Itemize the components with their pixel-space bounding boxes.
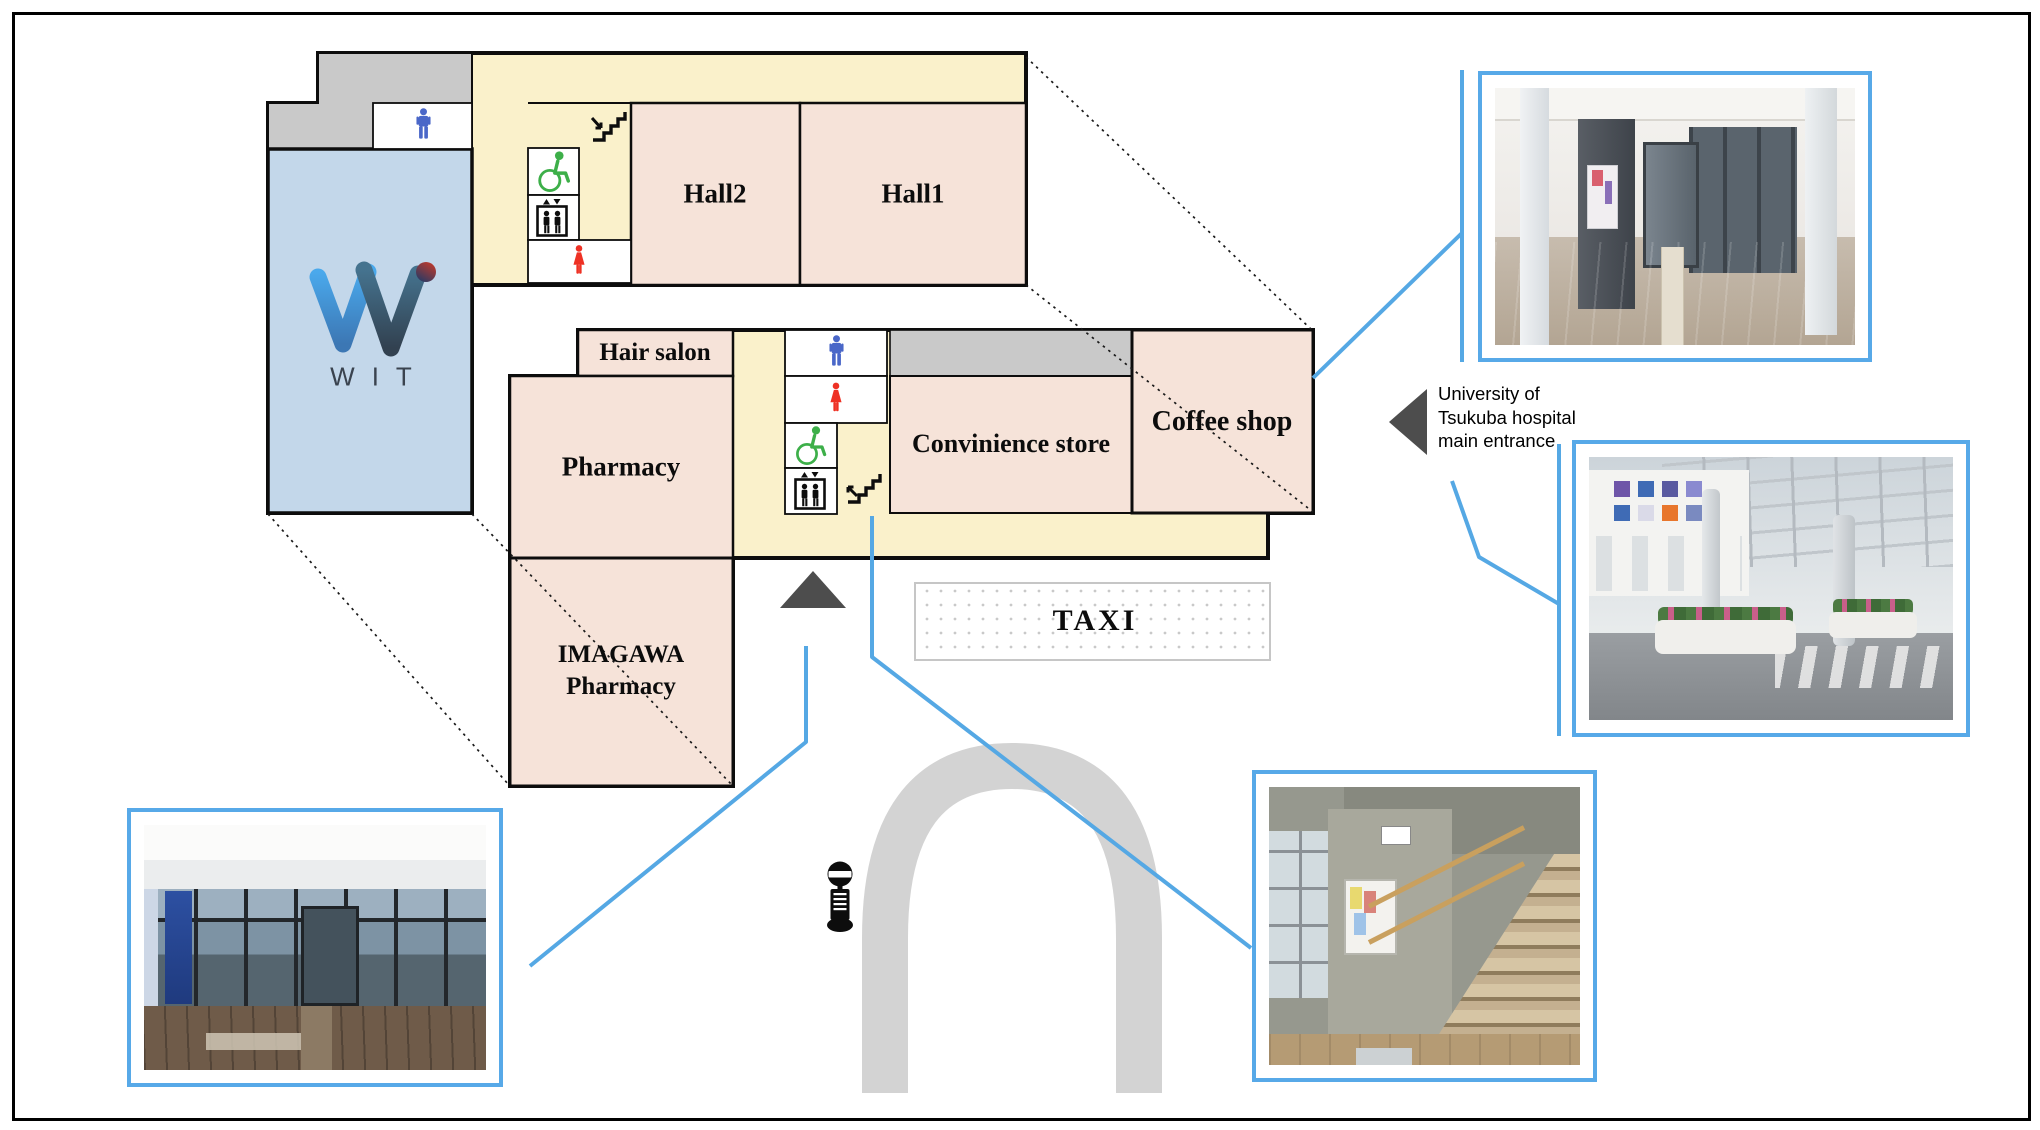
stairs-down-icon — [590, 112, 627, 142]
room-hall1 — [798, 101, 1028, 287]
bus-stop-icon — [827, 861, 853, 932]
connector-coffee-to-photo — [1311, 231, 1464, 380]
taxi-stand — [914, 582, 1271, 661]
label-pharmacy: Pharmacy — [561, 451, 681, 482]
middle-gray-area — [889, 329, 1133, 377]
room-coffee-shop — [1130, 328, 1315, 515]
upper-mens-restroom — [372, 102, 473, 150]
stairs-up-icon — [846, 474, 882, 504]
hospital-note-line3: main entrance — [1438, 430, 1556, 451]
photo-frame-right — [1572, 440, 1970, 737]
hospital-direction-arrow — [1389, 389, 1427, 455]
photo-storefront — [144, 825, 486, 1070]
label-convenience-store: Convinience store — [911, 429, 1111, 458]
wit-building — [266, 147, 474, 515]
photo-mall-entrance — [1495, 88, 1855, 345]
road-loop — [862, 742, 1162, 1093]
label-imagawa-pharmacy: IMAGAWA Pharmacy — [558, 639, 684, 703]
hospital-entrance-note: University of Tsukuba hospital main entr… — [1438, 382, 1628, 453]
hospital-note-line1: University of — [1438, 383, 1540, 404]
photo-frame-top-right — [1478, 71, 1872, 362]
connector-stairs-to-photo — [870, 516, 1253, 950]
room-pharmacy — [508, 374, 735, 560]
label-coffee-shop: Coffee shop — [1151, 406, 1293, 437]
entrance-triangle — [780, 571, 846, 608]
label-taxi: TAXI — [1052, 604, 1138, 637]
label-hall1: Hall1 — [881, 178, 945, 209]
photo-hospital-entrance — [1589, 457, 1953, 720]
wit-brand-letters: WIT — [330, 361, 429, 392]
connector-note-to-photo — [1450, 480, 1561, 606]
middle-building — [508, 328, 1315, 788]
photo-connector-lines — [528, 70, 1561, 968]
label-hall2: Hall2 — [683, 178, 747, 209]
photo-frame-bottom-left — [127, 808, 503, 1087]
label-imagawa-line2: Pharmacy — [566, 673, 676, 700]
room-hair-salon — [576, 328, 735, 378]
hospital-note-line2: Tsukuba hospital — [1438, 406, 1576, 428]
wheelchair-accessible-icon — [538, 151, 571, 192]
room-hall2 — [629, 101, 802, 287]
wit-logo — [309, 261, 436, 357]
elevator-icon — [536, 199, 568, 237]
photo-interior-stairs — [1269, 787, 1580, 1065]
elevator-icon — [794, 472, 826, 510]
room-convenience-store — [889, 375, 1133, 514]
projection-dotted-lines — [267, 56, 1314, 786]
upper-building — [266, 51, 1028, 515]
photo-frame-bottom-right — [1252, 770, 1597, 1082]
label-hair-salon: Hair salon — [599, 339, 711, 366]
connector-entrance-to-photo — [528, 646, 808, 968]
label-imagawa-line1: IMAGAWA — [557, 641, 685, 668]
wheelchair-accessible-icon — [796, 426, 827, 465]
